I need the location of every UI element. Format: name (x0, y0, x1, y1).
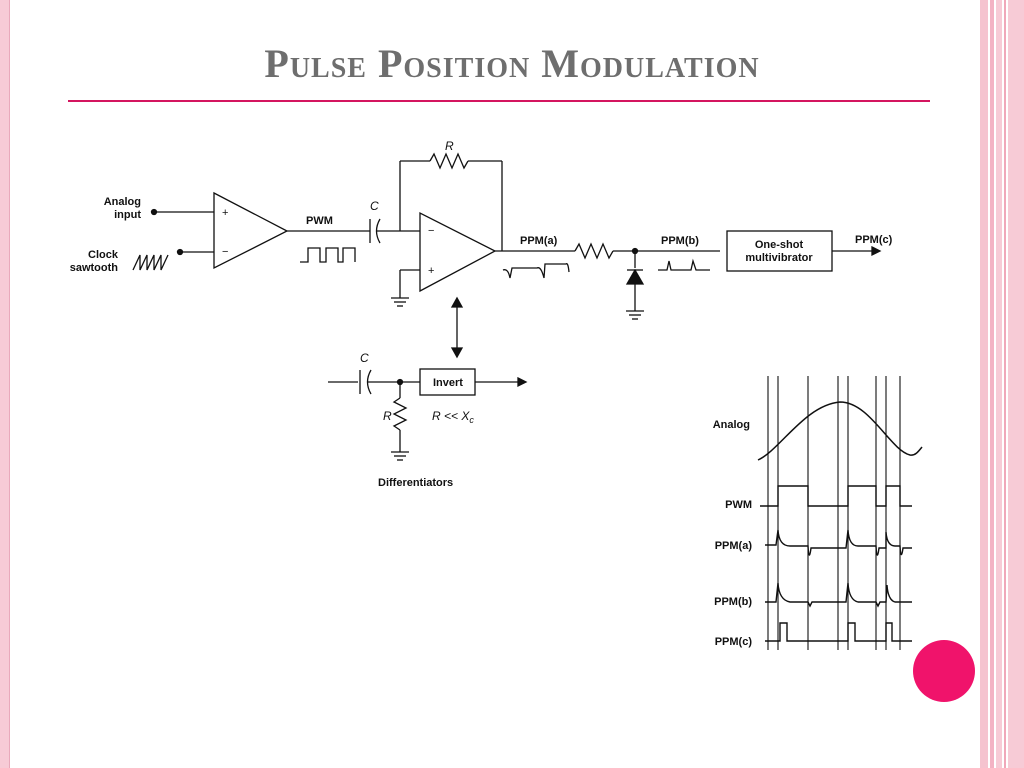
diode-icon (625, 268, 645, 285)
page-title: Pulse Position Modulation (264, 41, 760, 86)
slide-right-border (974, 0, 1024, 768)
ppm-a-timing-wave (765, 529, 912, 556)
comparator-opamp (213, 191, 289, 270)
timing-label-ppm-a: PPM(a) (715, 540, 753, 552)
capacitor-label: C (370, 199, 379, 213)
diff-minus: − (428, 225, 434, 237)
series-resistor (574, 242, 614, 260)
ppm-b-label: PPM(b) (661, 235, 699, 247)
diff-cap-label: C (360, 351, 369, 365)
pwm-timing-wave (760, 485, 912, 507)
pwm-wave-icon (300, 247, 356, 263)
ppm-b-timing-wave (765, 582, 912, 608)
timing-label-pwm: PWM (725, 499, 752, 511)
analog-wave (757, 401, 923, 461)
ppm-c-label: PPM(c) (855, 234, 893, 246)
feedback-resistor (429, 152, 469, 170)
title-divider (68, 100, 930, 102)
ppm-b-wave-icon (658, 258, 710, 271)
timing-label-analog: Analog (713, 419, 750, 431)
decorative-dot (913, 640, 975, 702)
sawtooth-icon (132, 254, 169, 271)
comparator-minus: − (222, 246, 228, 258)
ppm-a-label: PPM(a) (520, 235, 558, 247)
timing-label-ppm-b: PPM(b) (714, 596, 752, 608)
diff-resistor (392, 397, 408, 431)
comparator-plus: + (222, 207, 228, 219)
pwm-label: PWM (306, 215, 333, 227)
differentiator-opamp (419, 211, 497, 293)
ppm-c-timing-wave (765, 622, 912, 642)
timing-label-ppm-c: PPM(c) (715, 636, 753, 648)
timing-diagram (757, 376, 923, 650)
ppm-a-wave-icon (502, 263, 570, 279)
diff-res-label: R (383, 409, 392, 423)
diff-plus: + (428, 265, 434, 277)
differentiators-label: Differentiators (378, 477, 453, 489)
oneshot-box (726, 230, 833, 272)
slide-left-border (0, 0, 10, 768)
invert-label: Invert (433, 377, 463, 389)
resistor-label: R (445, 139, 454, 153)
condition-label: R << Xc (432, 409, 474, 425)
